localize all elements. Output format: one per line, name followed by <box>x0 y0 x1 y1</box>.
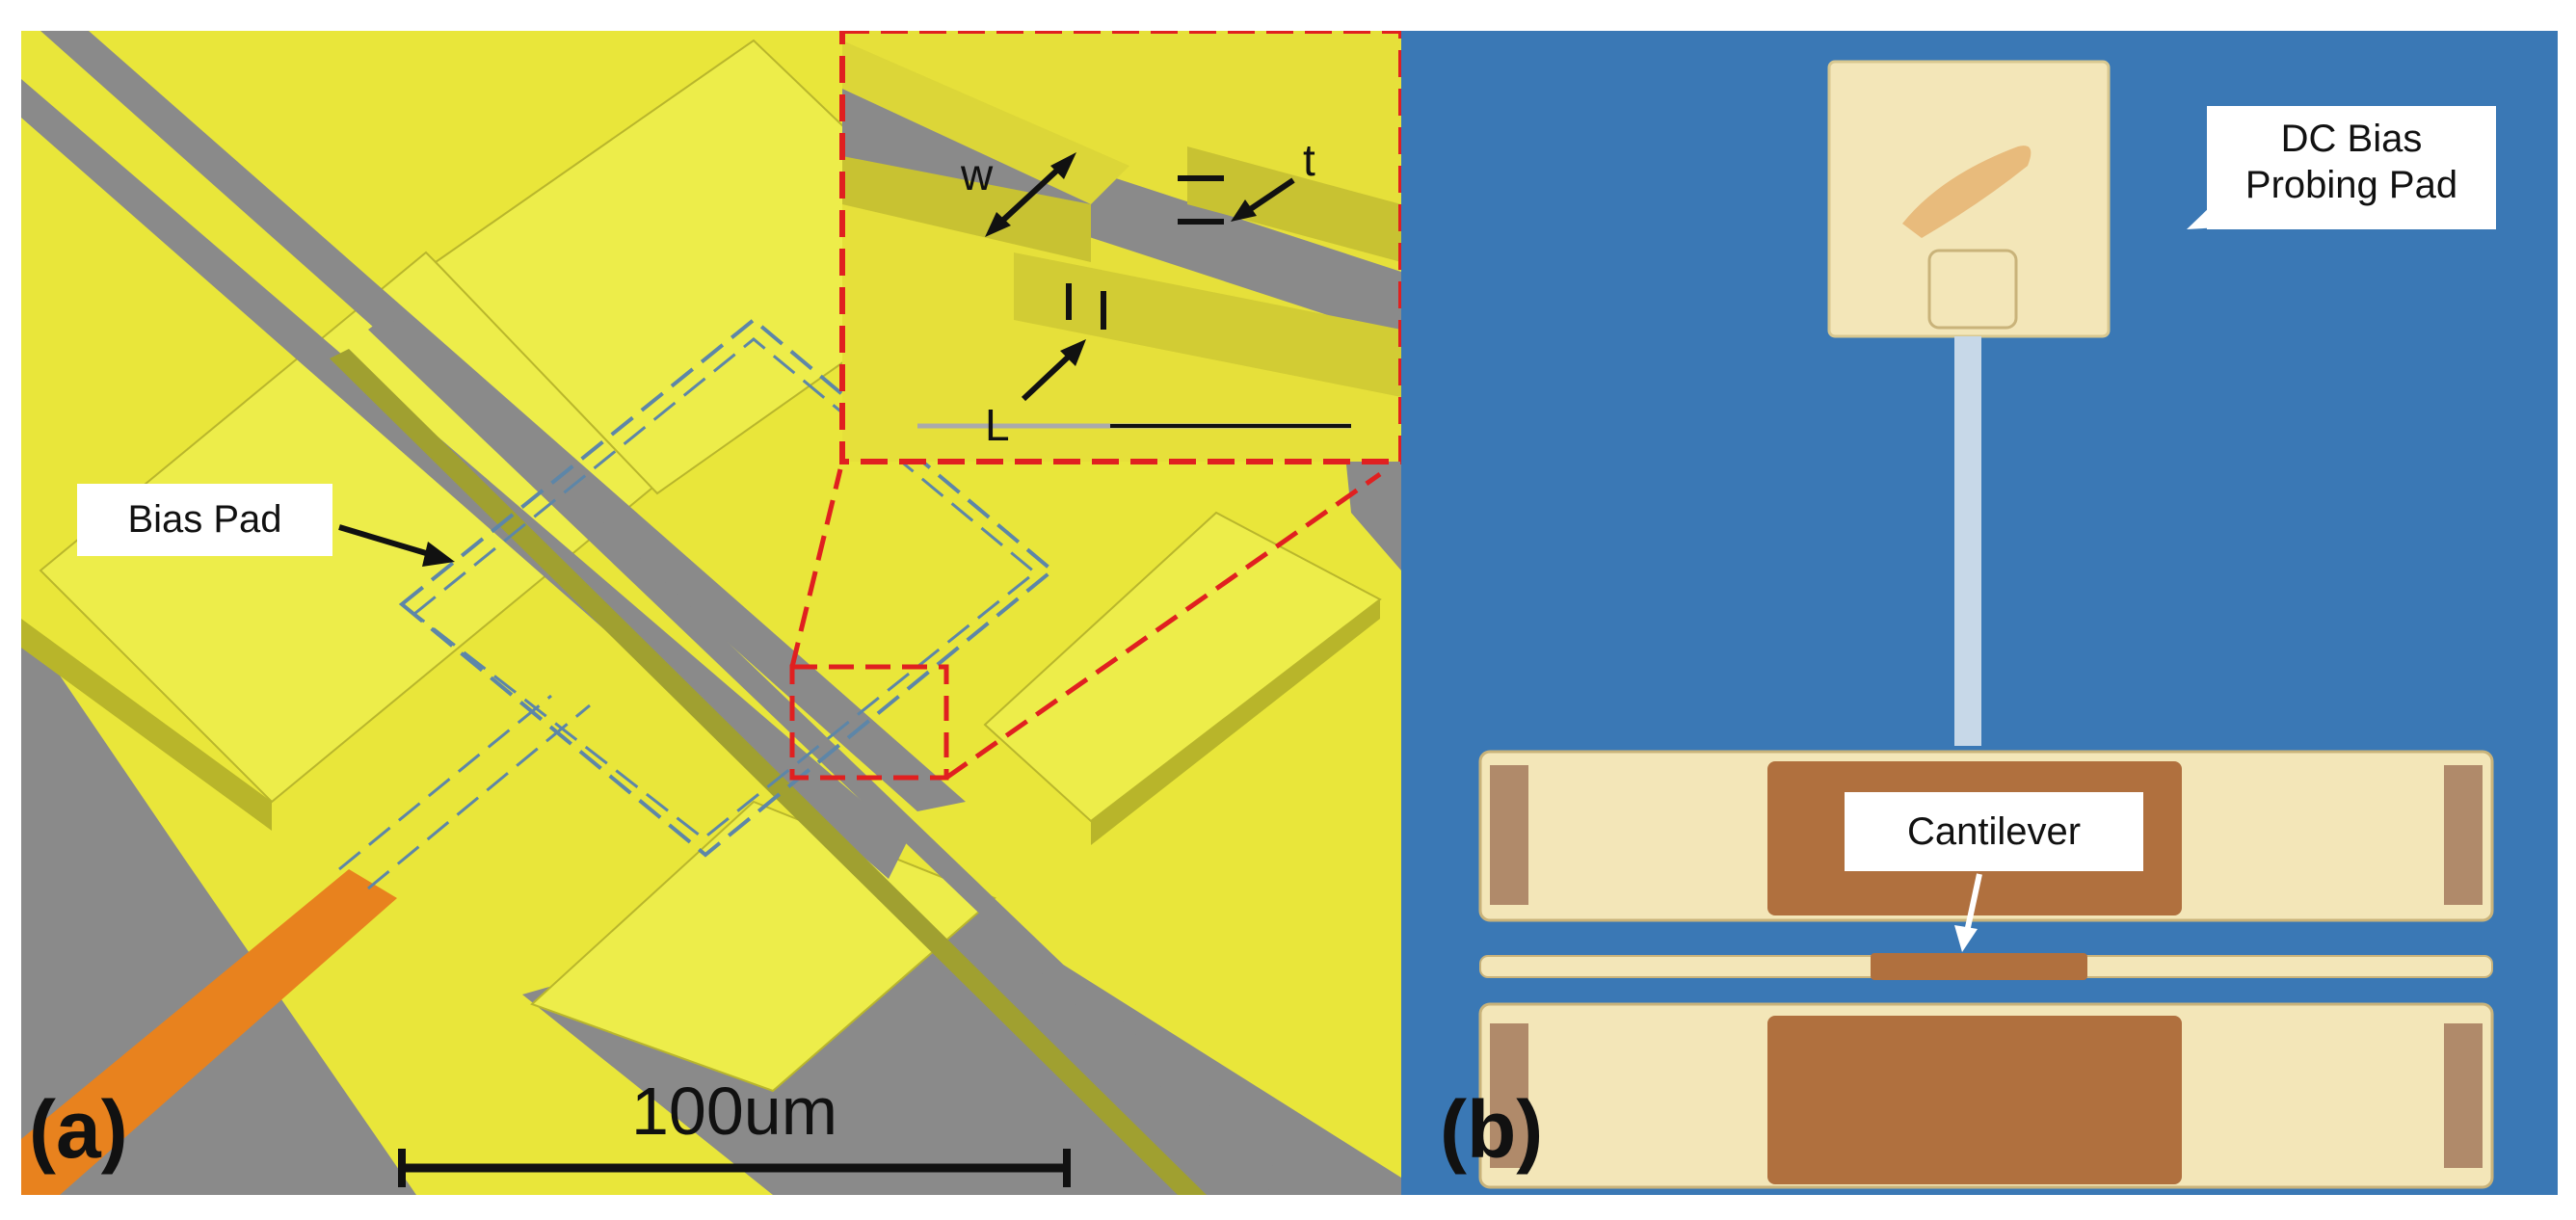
L-label: L <box>985 400 1010 450</box>
cantilever-callout-text: Cantilever <box>1906 810 2082 853</box>
bias-pad-callout-text: Bias Pad <box>127 498 282 541</box>
groove-4 <box>330 349 1207 1195</box>
panel-a-letter: (a) <box>29 1084 128 1175</box>
zoom-connector-left <box>789 468 843 668</box>
w-arrow-head-top <box>1050 152 1076 179</box>
pad-inner-square <box>1927 249 2018 330</box>
dc-bias-callout: DC Bias Probing Pad <box>2207 106 2496 229</box>
upper-left-contact <box>1490 765 1528 905</box>
lower-right-contact <box>2444 1023 2483 1168</box>
panel-a-3d-model: w t L 100um Bias Pad (a) <box>21 31 1401 1195</box>
w-arrow-head-bottom <box>985 212 1011 237</box>
bias-pad-lead-2 <box>367 703 591 890</box>
inset-right-beam <box>1187 146 1401 262</box>
dc-bias-callout-line1: DC Bias <box>2280 118 2423 160</box>
bias-pad-arrow-line <box>338 524 437 559</box>
groove-1 <box>40 31 966 811</box>
pad-stain <box>1902 146 2032 238</box>
zoom-connector-right <box>944 471 1382 781</box>
dc-bias-callout-line2: Probing Pad <box>2244 164 2458 206</box>
zoom-region-box <box>789 664 949 781</box>
substrate-left <box>21 619 416 1195</box>
panel-b-micrograph: DC Bias Probing Pad Cantilever (b) <box>1401 31 2558 1195</box>
inset-cantilever-side <box>842 156 1091 262</box>
panel-b-letter: (b) <box>1440 1084 1544 1175</box>
cantilever-arrow-head <box>1954 925 1978 952</box>
bias-pad-callout: Bias Pad <box>77 484 332 556</box>
cantilever-beam <box>1871 953 2087 980</box>
left-pad-edge <box>21 619 272 831</box>
t-label: t <box>1303 135 1315 185</box>
inset-zoom: w t L <box>839 31 1401 464</box>
lower-left-contact <box>1490 1023 1528 1168</box>
lower-brown-pad <box>1767 1016 2182 1184</box>
groove-3 <box>368 315 1303 1195</box>
cantilever-callout: Cantilever <box>1845 792 2143 871</box>
right-pad-edge <box>1091 599 1380 845</box>
orange-trace <box>21 869 397 1195</box>
scale-bar-label: 100um <box>631 1074 837 1149</box>
inset-lower-beam <box>1014 252 1401 397</box>
L-arrow-head <box>1060 339 1086 366</box>
w-arrow-line <box>996 163 1065 226</box>
cantilever-arrow-line <box>1964 873 1982 933</box>
upper-right-contact <box>2444 765 2483 905</box>
t-arrow-head <box>1231 199 1257 222</box>
bias-pad-outline-inner <box>412 337 1038 840</box>
panel-a-drawing: w t L 100um <box>21 31 1401 1195</box>
L-arrow-line <box>1021 351 1075 402</box>
w-label: w <box>960 149 994 199</box>
bias-pad-arrow-head <box>422 542 455 567</box>
bias-line <box>1954 336 1981 746</box>
right-pad-slab <box>983 511 1382 823</box>
bias-pad-lead-1 <box>338 694 552 871</box>
t-arrow-line <box>1241 177 1295 217</box>
